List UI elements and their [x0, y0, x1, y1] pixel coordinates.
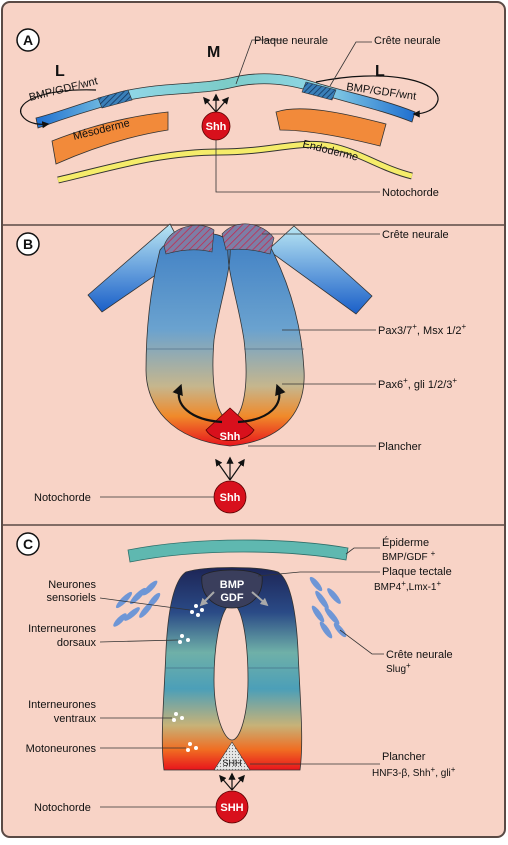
- sensory-neurons: [190, 604, 204, 617]
- panel-b-badge: [16, 232, 40, 256]
- medial-label: M: [207, 44, 220, 61]
- neurones-sensoriels-label-2: sensoriels: [46, 592, 96, 604]
- ventral-interneurons: [172, 712, 184, 722]
- arrow-ventral-left: [172, 383, 223, 424]
- panel-a-letter: A: [23, 32, 33, 48]
- motoneurones-label: Motoneurones: [26, 743, 97, 755]
- bmp-label: BMP: [220, 579, 244, 591]
- floor-plate-c: [213, 741, 251, 771]
- panel-c-letter: C: [23, 536, 33, 552]
- notochorde-a-label: Notochorde: [382, 187, 439, 199]
- leader-neurones-sensoriels: [99, 597, 191, 611]
- notochord-b-label: Shh: [220, 492, 241, 504]
- notochord-a-label: Shh: [206, 121, 227, 133]
- shh-arrow-a-left: [203, 96, 217, 113]
- dorsal-interneurons: [178, 634, 190, 644]
- leader-notochorde-a: [215, 140, 380, 193]
- neurones-sensoriels-label-1: Neurones: [48, 579, 96, 591]
- lateral-right-label: L: [375, 63, 385, 80]
- epiderme-sub-label: BMP/GDF+: [382, 549, 436, 563]
- floor-plate-c-label: SHH: [222, 758, 241, 768]
- leader-interneurones-dorsaux: [99, 639, 179, 643]
- notochorde-b-label: Notochorde: [34, 492, 91, 504]
- panel-a: A L M L BMP/GDF/wnt BMP/GDF/wnt Mésoderm…: [16, 28, 441, 199]
- plancher-c-sub-label: HNF3-β, Shh+, gli+: [372, 765, 456, 779]
- motoneurons: [186, 742, 198, 752]
- crest-cap-left: [163, 224, 215, 255]
- roof-arrow-left: [199, 591, 215, 607]
- panel-a-badge: [16, 28, 40, 52]
- neural-crest-zone-left: [97, 89, 133, 109]
- roof-plate: [201, 569, 263, 609]
- notochord-c-label: SHH: [220, 802, 243, 814]
- shh-arrow-c-left: [219, 774, 233, 791]
- neural-tube-c: [161, 567, 303, 771]
- shh-arrow-b-left: [215, 458, 231, 481]
- interneurones-dorsaux-label-1: Interneurones: [28, 623, 96, 635]
- notochorde-c-label: Notochorde: [34, 802, 91, 814]
- lateral-left-label: L: [55, 63, 65, 80]
- shh-arrow-c-right: [231, 774, 245, 791]
- epiderme-label: Épiderme: [382, 536, 429, 549]
- slug-label: Slug+: [386, 661, 411, 675]
- pax37-label: Pax3/7+, Msx 1/2+: [378, 322, 467, 337]
- epidermis: [127, 539, 349, 563]
- mesoderm-left: [51, 111, 169, 165]
- roof-arrow-right: [251, 591, 269, 607]
- crete-neurale-a-label: Crête neurale: [374, 35, 441, 47]
- crete-neurale-b-label: Crête neurale: [382, 229, 449, 241]
- neural-crest-zone-right: [301, 81, 337, 101]
- interneurones-dorsaux-label-2: dorsaux: [57, 637, 97, 649]
- mesoderm-right: [275, 108, 387, 147]
- endoderm: [57, 141, 413, 183]
- arrow-ventral-right: [237, 383, 286, 424]
- plaque-neurale-label: Plaque neurale: [254, 35, 328, 47]
- bmp-arrow-left: [20, 89, 97, 129]
- neural-crest-cells-right: [309, 576, 347, 639]
- floor-plate-b-label: Shh: [220, 431, 241, 443]
- shh-arrow-a-right: [215, 96, 229, 113]
- interneurones-ventraux-label-2: ventraux: [54, 713, 97, 725]
- panel-c-badge: [16, 532, 40, 556]
- leader-crete-neurale-a: [329, 41, 372, 87]
- panel-b-letter: B: [23, 236, 33, 252]
- plaque-tectale-label: Plaque tectale: [382, 566, 452, 578]
- crest-cap-right: [221, 223, 275, 255]
- panel-c: C BMP GDF: [16, 532, 456, 824]
- plancher-b-label: Plancher: [378, 441, 422, 453]
- floor-plate-b: [205, 407, 255, 441]
- shh-arrow-b-right: [229, 458, 245, 481]
- plaque-tectale-sub-label: BMP4+,Lmx-1+: [374, 579, 441, 593]
- interneurones-ventraux-label-1: Interneurones: [28, 699, 96, 711]
- leader-crete-neurale-c: [339, 629, 384, 655]
- crete-neurale-c-label: Crête neurale: [386, 649, 453, 661]
- neural-crest-cells-left: [113, 580, 161, 627]
- pax6-label: Pax6+, gli 1/2/3+: [378, 376, 457, 391]
- leader-plaque-neurale: [235, 39, 282, 85]
- plancher-c-label: Plancher: [382, 751, 426, 763]
- bmp-arrow-right: [315, 75, 439, 118]
- gdf-label: GDF: [220, 592, 244, 604]
- leader-epiderme: [345, 547, 380, 555]
- leader-plaque-tectale: [257, 571, 380, 577]
- panel-b: B Shh Shh Crête neurale Pax3/7+, Msx 1/2…: [16, 223, 467, 514]
